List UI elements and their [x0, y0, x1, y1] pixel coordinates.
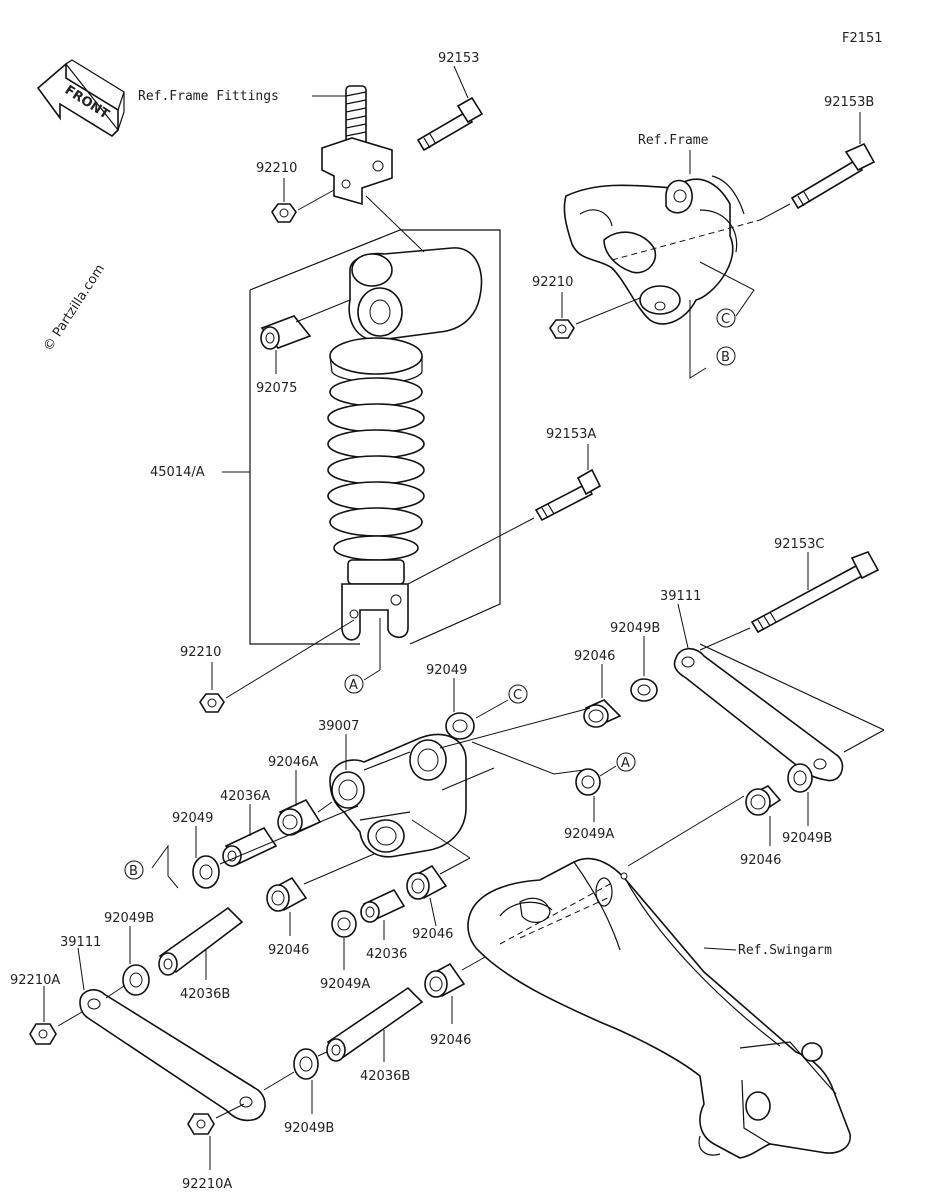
label-92049a-right: 92049A — [564, 827, 614, 842]
bearing-92046-bottom — [424, 962, 466, 998]
label-92049b-left: 92049B — [104, 911, 154, 926]
label-92046-bottom: 92046 — [430, 1033, 471, 1048]
label-92046-right: 92046 — [740, 853, 781, 868]
nut-92210-top — [271, 203, 297, 223]
marker-b-left: B — [129, 864, 138, 879]
collar-42036 — [360, 888, 406, 923]
washer-92049-left — [192, 855, 220, 889]
ref-frame-fittings: Ref.Frame Fittings — [138, 89, 279, 104]
washer-92049b-left — [122, 964, 150, 996]
label-45014a: 45014/A — [150, 465, 205, 480]
label-92210-top: 92210 — [256, 161, 297, 176]
label-92046-top: 92046 — [574, 649, 615, 664]
washer-92049a-lower — [331, 910, 357, 938]
watermark: © Partzilla.com — [41, 262, 108, 354]
bolt-92153 — [416, 96, 484, 152]
upper-mount-bracket — [321, 85, 393, 206]
bolt-92153a — [534, 468, 602, 522]
label-92046a: 92046A — [268, 755, 318, 770]
bolt-92153c — [750, 551, 880, 634]
bushing-92075 — [260, 315, 312, 350]
bearing-92046-right — [745, 785, 782, 816]
label-92153a: 92153A — [546, 427, 596, 442]
bearing-92046-top — [583, 699, 622, 728]
label-92049b-right: 92049B — [782, 831, 832, 846]
label-92153b: 92153B — [824, 95, 874, 110]
label-39111-right: 39111 — [660, 589, 701, 604]
label-92049b-top: 92049B — [610, 621, 660, 636]
ref-frame: Ref.Frame — [638, 133, 709, 148]
marker-a-rocker: A — [621, 756, 630, 771]
frame-section — [563, 175, 761, 325]
label-92210a-bottom: 92210A — [182, 1177, 232, 1192]
bearing-92046-mid — [266, 876, 308, 912]
label-92049-mid: 92049 — [426, 663, 467, 678]
washer-92049b-bottom — [293, 1048, 319, 1080]
label-39111-left: 39111 — [60, 935, 101, 950]
label-92049a-lower: 92049A — [320, 977, 370, 992]
label-92153c: 92153C — [774, 537, 824, 552]
label-39007: 39007 — [318, 719, 359, 734]
washer-92049b-right — [787, 763, 813, 793]
marker-b-frame: B — [721, 350, 730, 365]
label-92049-left: 92049 — [172, 811, 213, 826]
washer-92049a-right — [575, 768, 601, 796]
marker-c-frame: C — [721, 312, 730, 327]
label-92046-mid: 92046 — [268, 943, 309, 958]
tie-rod-39111-right — [673, 643, 885, 782]
label-92210a-left: 92210A — [10, 973, 60, 988]
bolt-92153b — [790, 142, 876, 210]
front-arrow-icon: FRONT — [36, 59, 125, 138]
swingarm — [467, 857, 851, 1159]
nut-92210a-left — [29, 1023, 57, 1045]
nut-92210-frame — [549, 319, 575, 339]
marker-a-shock: A — [349, 678, 358, 693]
label-42036: 42036 — [366, 947, 407, 962]
label-92210-lower: 92210 — [180, 645, 221, 660]
label-92075: 92075 — [256, 381, 297, 396]
label-42036b-left: 42036B — [180, 987, 230, 1002]
shock-absorber — [327, 247, 483, 641]
collar-42036b-left — [158, 906, 244, 976]
rocker-arm-39007 — [329, 733, 467, 858]
figure-code: F2151 — [842, 31, 883, 46]
label-92046-lower: 92046 — [412, 927, 453, 942]
label-42036a: 42036A — [220, 789, 270, 804]
label-92153: 92153 — [438, 51, 479, 66]
nut-92210-lower — [199, 693, 225, 713]
label-42036b-bottom: 42036B — [360, 1069, 410, 1084]
marker-c-mid: C — [513, 688, 522, 703]
tie-rod-39111-left — [79, 989, 266, 1122]
nut-92210a-bottom — [187, 1113, 215, 1135]
washer-92049b-top — [630, 678, 658, 702]
bearing-92046-lower — [406, 864, 448, 900]
label-92210-frame: 92210 — [532, 275, 573, 290]
label-92049b-bottom: 92049B — [284, 1121, 334, 1136]
washer-92049-mid — [445, 712, 475, 740]
ref-swingarm: Ref.Swingarm — [738, 943, 832, 958]
collar-42036b-bottom — [326, 986, 424, 1062]
bearing-92046a — [277, 798, 322, 836]
